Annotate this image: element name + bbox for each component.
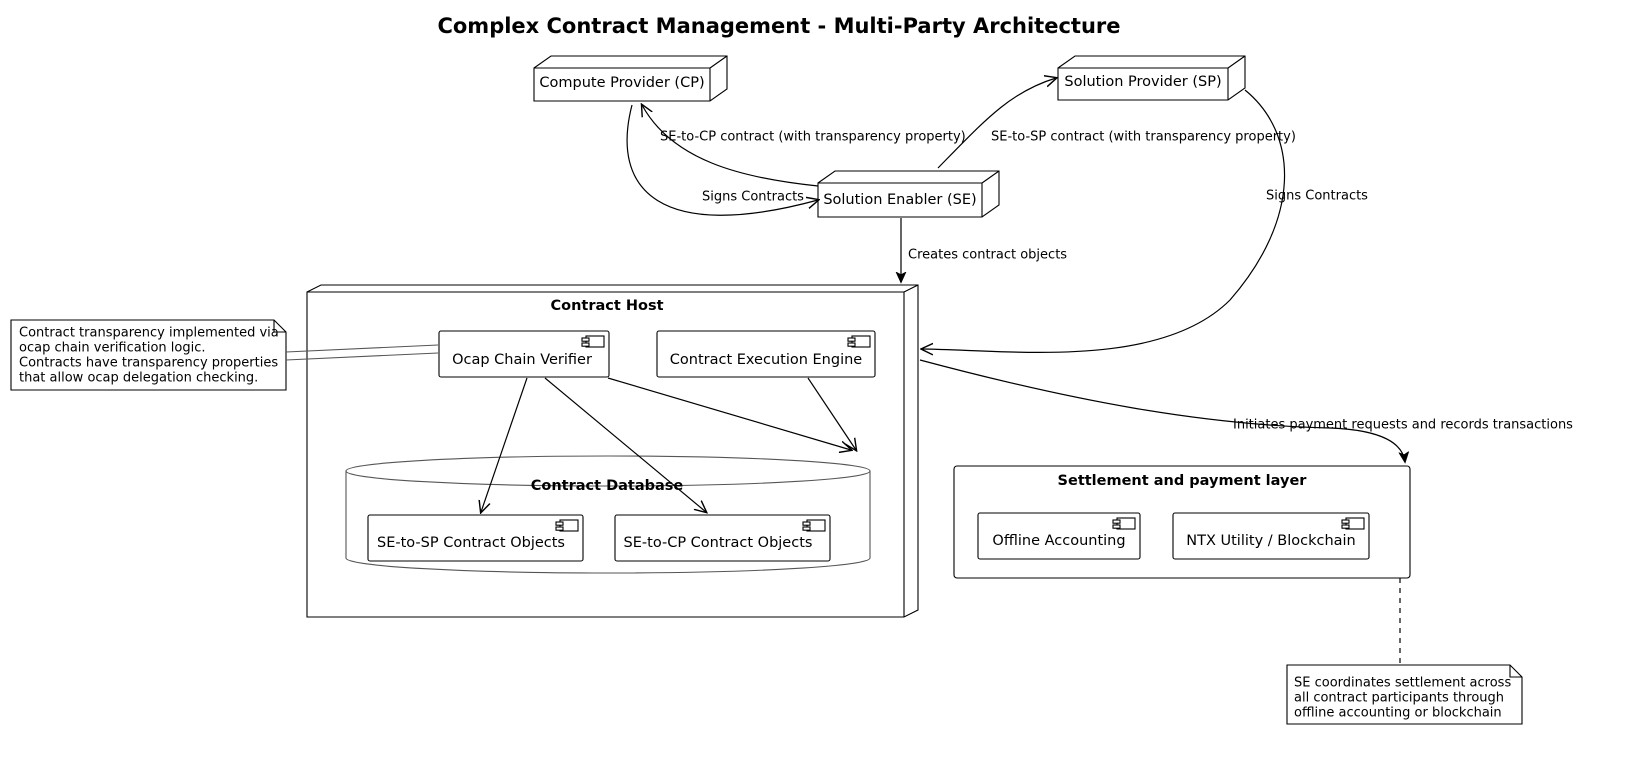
transparency-note-fold — [273, 320, 286, 333]
ocap-chain-verifier-box — [438, 330, 610, 378]
uml-component-icon — [1112, 517, 1136, 530]
component-ocap-chain-verifier[interactable]: Ocap Chain Verifier — [438, 330, 610, 378]
edge-label-initiates-payment-requests: Initiates payment requests and records t… — [1233, 418, 1573, 433]
edge-label-sp-signs-contracts: Signs Contracts — [1266, 189, 1368, 204]
transparency-note-box — [10, 319, 287, 391]
uml-component-icon — [1341, 517, 1365, 530]
edge-se-to-sp-contract — [937, 78, 1056, 169]
edge-cp-signs-contracts — [626, 104, 818, 216]
transparency-note-line-4: that allow ocap delegation checking. — [19, 371, 258, 386]
ntx-utility-box — [1172, 512, 1370, 560]
transparency-note-connector-upper — [285, 344, 439, 353]
edge-label-creates-contract-objects: Creates contract objects — [908, 248, 1067, 263]
transparency-note-connector-lower — [285, 352, 439, 361]
contract-db-title: Contract Database — [531, 478, 684, 494]
edge-label-se-to-sp-contract: SE-to-SP contract (with transparency pro… — [991, 130, 1296, 145]
edge-execution-engine-to-contract-database — [807, 377, 856, 450]
contract-host-3d-edges — [307, 284, 919, 617]
component-se-to-sp-contract-objects[interactable]: SE-to-SP Contract Objects — [367, 514, 584, 562]
node-solution-provider[interactable]: Solution Provider (SP) — [1057, 55, 1246, 101]
note-settlement[interactable]: SE coordinates settlement across all con… — [1286, 664, 1523, 725]
contract-db-cylinder-top — [345, 455, 871, 487]
edge-initiates-payment-requests — [919, 359, 1405, 462]
se-to-cp-objects-box — [614, 514, 831, 562]
se-to-sp-objects-box — [367, 514, 584, 562]
note-transparency[interactable]: Contract transparency implemented via oc… — [10, 319, 287, 391]
transparency-note-line-1: Contract transparency implemented via — [19, 326, 279, 341]
offline-accounting-box — [977, 512, 1141, 560]
edge-ocap-to-contract-database — [607, 377, 851, 450]
edge-sp-signs-contracts — [922, 89, 1286, 352]
page-title: Complex Contract Management - Multi-Part… — [437, 14, 1120, 38]
edge-label-se-to-cp-contract: SE-to-CP contract (with transparency pro… — [660, 130, 966, 145]
edge-ocap-to-se-to-cp-objects — [544, 377, 706, 512]
settlement-note-fold — [1509, 665, 1522, 678]
uml-component-icon — [555, 519, 579, 532]
sp-node-label: Solution Provider (SP) — [1064, 74, 1221, 90]
uml-component-icon — [847, 335, 871, 348]
transparency-note-line-2: ocap chain verification logic. — [19, 341, 205, 356]
sp-node-3d-edges — [1058, 55, 1246, 100]
settlement-note-box — [1286, 664, 1523, 725]
sp-node-3d-outline — [1057, 55, 1246, 101]
node-compute-provider[interactable]: Compute Provider (CP) — [533, 55, 728, 102]
uml-component-icon — [802, 519, 826, 532]
node-solution-enabler[interactable]: Solution Enabler (SE) — [817, 170, 1000, 218]
contract-host-title: Contract Host — [550, 298, 663, 314]
ntx-utility-label: NTX Utility / Blockchain — [1186, 533, 1355, 549]
settlement-note-line-2: all contract participants through — [1294, 691, 1504, 706]
edge-se-to-cp-contract — [642, 105, 819, 187]
cp-node-label: Compute Provider (CP) — [539, 75, 704, 91]
uml-component-icon — [581, 335, 605, 348]
component-offline-accounting[interactable]: Offline Accounting — [977, 512, 1141, 560]
ocap-chain-verifier-label: Ocap Chain Verifier — [452, 352, 592, 368]
edge-label-cp-signs-contracts: Signs Contracts — [702, 190, 804, 205]
settlement-note-line-1: SE coordinates settlement across — [1294, 676, 1511, 691]
se-node-3d-edges — [818, 170, 1000, 217]
component-se-to-cp-contract-objects[interactable]: SE-to-CP Contract Objects — [614, 514, 831, 562]
se-to-cp-objects-label: SE-to-CP Contract Objects — [624, 535, 813, 551]
settlement-layer-title: Settlement and payment layer — [1058, 473, 1308, 489]
contract-execution-engine-label: Contract Execution Engine — [670, 352, 863, 368]
cp-node-3d-edges — [534, 55, 728, 101]
component-contract-execution-engine[interactable]: Contract Execution Engine — [656, 330, 876, 378]
component-ntx-utility-blockchain[interactable]: NTX Utility / Blockchain — [1172, 512, 1370, 560]
offline-accounting-label: Offline Accounting — [992, 533, 1125, 549]
settlement-note-line-3: offline accounting or blockchain — [1294, 706, 1502, 721]
se-node-label: Solution Enabler (SE) — [823, 192, 976, 208]
cp-node-3d-outline — [533, 55, 728, 102]
contract-execution-engine-box — [656, 330, 876, 378]
edge-ocap-to-se-to-sp-objects — [481, 377, 528, 512]
transparency-note-line-3: Contracts have transparency properties — [19, 356, 278, 371]
se-to-sp-objects-label: SE-to-SP Contract Objects — [377, 535, 565, 551]
